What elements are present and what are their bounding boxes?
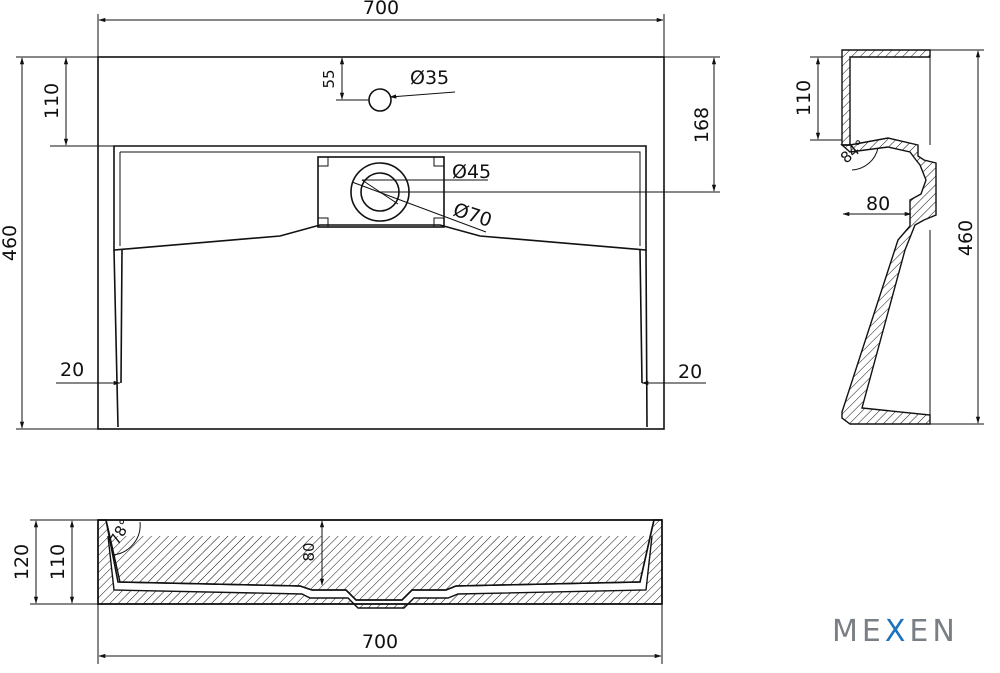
front-section: [97, 519, 663, 609]
top-width-label: 700: [363, 0, 399, 19]
side-height-label: 460: [955, 220, 977, 256]
side-basin-section: [840, 137, 937, 425]
tap-hole-depth-label: 55: [320, 69, 338, 88]
front-basin-profile: [105, 519, 655, 601]
top-view: 700 460 110 55 Ø35 168 Ø45 Ø70 20 20: [0, 0, 720, 430]
drain-inner-diameter-label: Ø45: [452, 161, 491, 183]
brand-suffix: EN: [909, 614, 958, 649]
top-view-outline: [97, 56, 665, 430]
top-offset-label: 110: [41, 83, 63, 119]
tap-hole-diameter-label: Ø35: [410, 67, 449, 89]
svg-text:MEXEN: MEXEN: [832, 614, 959, 649]
right-wall-label: 20: [678, 361, 702, 383]
brand-prefix: ME: [832, 614, 885, 649]
drain-outer-diameter-label: Ø70: [450, 199, 494, 232]
front-view: 120 110 78° 80 700: [11, 516, 663, 664]
side-top-section: [841, 49, 931, 146]
top-height-label: 460: [0, 225, 21, 261]
brand-x-letter: X: [885, 614, 910, 649]
front-width-label: 700: [362, 631, 398, 653]
front-outer-height-label: 120: [11, 544, 33, 580]
front-inner-height-label: 110: [47, 544, 69, 580]
basin-upper-edge: [113, 145, 647, 251]
left-sloped-wall: [113, 249, 119, 428]
side-top-depth-label: 110: [793, 80, 815, 116]
left-wall-label: 20: [60, 359, 84, 381]
drain-offset-label: 168: [691, 107, 713, 143]
brand-logo: MEXEN: [832, 614, 959, 649]
basin-inner-rim: [120, 151, 641, 246]
right-sloped-wall: [645, 249, 648, 428]
side-drain-depth-label: 80: [866, 193, 890, 215]
tap-hole: [368, 88, 392, 112]
front-basin-depth-label: 80: [300, 542, 318, 561]
side-view: 110 84° 80 460: [793, 49, 984, 425]
